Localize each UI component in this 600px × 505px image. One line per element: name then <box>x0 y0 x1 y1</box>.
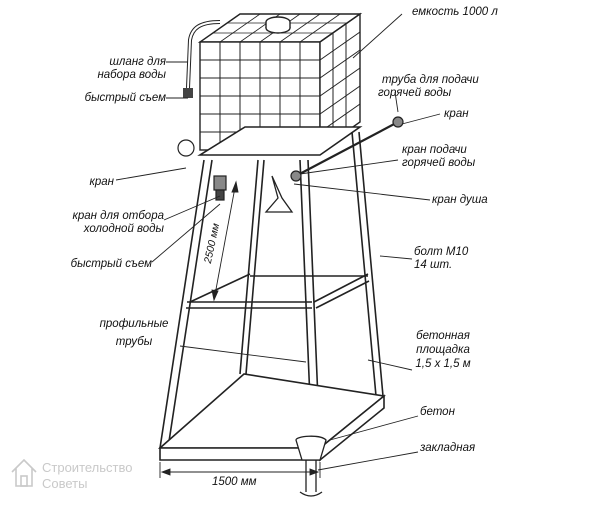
label-quick-release-top: быстрый съем <box>84 92 166 104</box>
hot-tap-valve <box>290 170 302 182</box>
quick-release-top-fitting <box>183 88 193 98</box>
cold-tap-valve <box>213 175 227 191</box>
label-cold-tap-line1: кран для отбора <box>72 210 164 222</box>
label-hot-pipe-line2: горячей воды <box>378 87 452 99</box>
quick-release-bottom-fitting <box>215 189 225 201</box>
label-fill-hose-line2: набора воды <box>97 69 166 81</box>
valves <box>177 116 404 201</box>
leader-lines <box>115 13 441 471</box>
label-concrete-pad-line1: бетонная <box>416 330 470 342</box>
label-embedded: закладная <box>420 442 476 454</box>
base-slab <box>157 373 386 449</box>
dimension-width-text: 1500 мм <box>212 476 257 488</box>
label-hot-tap-line2: горячей воды <box>402 157 476 169</box>
label-bolt-line1: болт М10 <box>414 246 469 258</box>
label-hot-pipe-line1: труба для подачи <box>382 74 479 86</box>
label-profile-pipes-line1: профильные <box>99 318 169 330</box>
label-cold-tap-line2: холодной воды <box>83 223 164 235</box>
watermark-logo-icon <box>11 458 37 487</box>
label-fill-hose-line1: шланг для <box>109 56 166 68</box>
label-concrete: бетон <box>420 406 455 418</box>
label-tank-capacity: емкость 1000 л <box>412 6 498 18</box>
support-frame <box>157 126 386 462</box>
label-concrete-pad-line2: площадка <box>416 344 470 356</box>
label-tap-left: кран <box>89 176 114 188</box>
shower-head <box>264 175 294 213</box>
label-hot-tap-line1: кран подачи <box>402 144 467 156</box>
embedded-anchor <box>295 435 327 497</box>
hot-water-pipe <box>291 121 399 179</box>
watermark-line1: Строительство <box>42 460 133 475</box>
height-dimension-line <box>213 181 237 301</box>
tank-side-grid <box>319 24 361 141</box>
label-bolt-line2: 14 шт. <box>414 259 453 271</box>
label-profile-pipes-line2: трубы <box>115 336 153 348</box>
label-tap-right: кран <box>444 108 469 120</box>
tap-right-valve <box>392 116 404 128</box>
label-quick-release-bottom: быстрый съем <box>70 258 152 270</box>
top-platform <box>197 126 363 156</box>
label-concrete-pad-line3: 1,5 х 1,5 м <box>415 358 471 370</box>
dimension-lines <box>159 180 321 478</box>
watermark-line2: Советы <box>42 476 88 491</box>
label-shower-tap: кран душа <box>432 194 488 206</box>
tap-left-valve <box>177 139 195 157</box>
